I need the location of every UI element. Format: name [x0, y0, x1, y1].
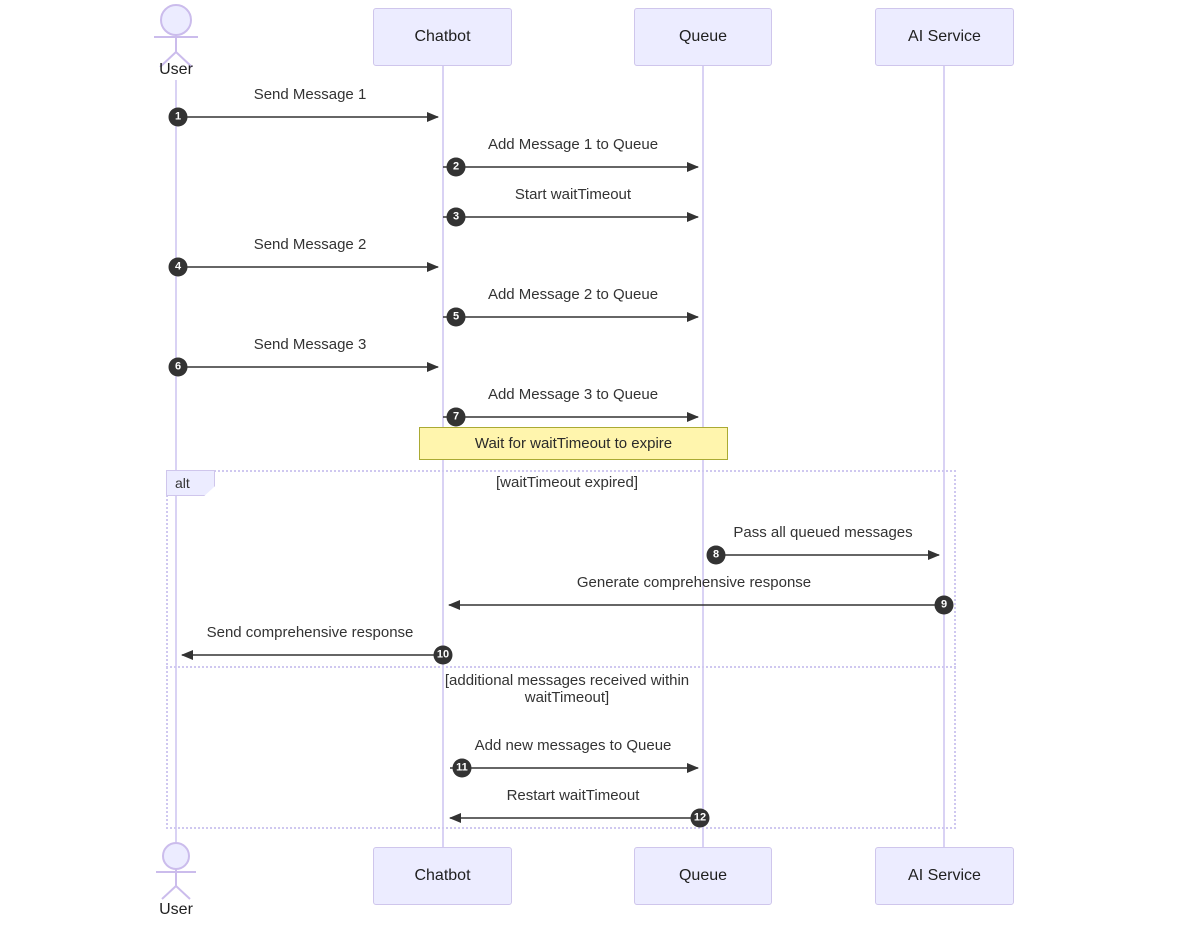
- alt-condition-2: [additional messages received within wai…: [444, 672, 690, 706]
- message-label-10: Send comprehensive response: [206, 624, 414, 641]
- message-label-4: Send Message 2: [253, 236, 367, 253]
- sequence-number-1: 1: [168, 107, 188, 127]
- participant-queue-top: Queue: [634, 8, 772, 66]
- participant-ai-service-label: AI Service: [908, 28, 981, 45]
- sequence-number-11: 11: [452, 758, 472, 778]
- participant-ai-service-bottom: AI Service: [875, 847, 1014, 905]
- participant-ai-service-top: AI Service: [875, 8, 1014, 66]
- actor-user-label-top: User: [159, 61, 193, 78]
- sequence-number-12: 12: [690, 808, 710, 828]
- message-label-12: Restart waitTimeout: [506, 787, 640, 804]
- note-box: Wait for waitTimeout to expire: [419, 427, 728, 460]
- participant-queue-label: Queue: [678, 28, 728, 45]
- alt-else-divider: [166, 666, 956, 668]
- alt-condition-1: [waitTimeout expired]: [495, 474, 639, 491]
- user-actor-figure-top: [154, 4, 198, 68]
- message-arrows: [176, 112, 944, 823]
- sequence-number-8: 8: [706, 545, 726, 565]
- message-label-2: Add Message 1 to Queue: [487, 136, 659, 153]
- participant-queue-label: Queue: [678, 867, 728, 884]
- message-label-5: Add Message 2 to Queue: [487, 286, 659, 303]
- sequence-number-4: 4: [168, 257, 188, 277]
- sequence-number-3: 3: [446, 207, 466, 227]
- participant-ai-service-label: AI Service: [908, 867, 981, 884]
- message-label-9: Generate comprehensive response: [576, 574, 812, 591]
- participant-chatbot-bottom: Chatbot: [373, 847, 512, 905]
- message-label-1: Send Message 1: [253, 86, 367, 103]
- actor-user-label-bottom: User: [159, 901, 193, 918]
- sequence-number-2: 2: [446, 157, 466, 177]
- participant-chatbot-top: Chatbot: [373, 8, 512, 66]
- message-label-7: Add Message 3 to Queue: [487, 386, 659, 403]
- message-label-11: Add new messages to Queue: [474, 737, 672, 754]
- sequence-number-6: 6: [168, 357, 188, 377]
- sequence-number-10: 10: [433, 645, 453, 665]
- note-text: Wait for waitTimeout to expire: [474, 435, 673, 452]
- sequence-number-9: 9: [934, 595, 954, 615]
- alt-fragment-frame: [166, 470, 956, 829]
- message-label-6: Send Message 3: [253, 336, 367, 353]
- message-label-8: Pass all queued messages: [733, 524, 913, 541]
- message-label-3: Start waitTimeout: [514, 186, 632, 203]
- user-actor-figure-bottom: [156, 842, 196, 900]
- sequence-number-5: 5: [446, 307, 466, 327]
- participant-chatbot-label: Chatbot: [414, 28, 471, 45]
- participant-queue-bottom: Queue: [634, 847, 772, 905]
- sequence-number-7: 7: [446, 407, 466, 427]
- participant-chatbot-label: Chatbot: [414, 867, 471, 884]
- alt-label-text: alt: [175, 475, 190, 491]
- alt-fragment-label: alt: [166, 470, 215, 496]
